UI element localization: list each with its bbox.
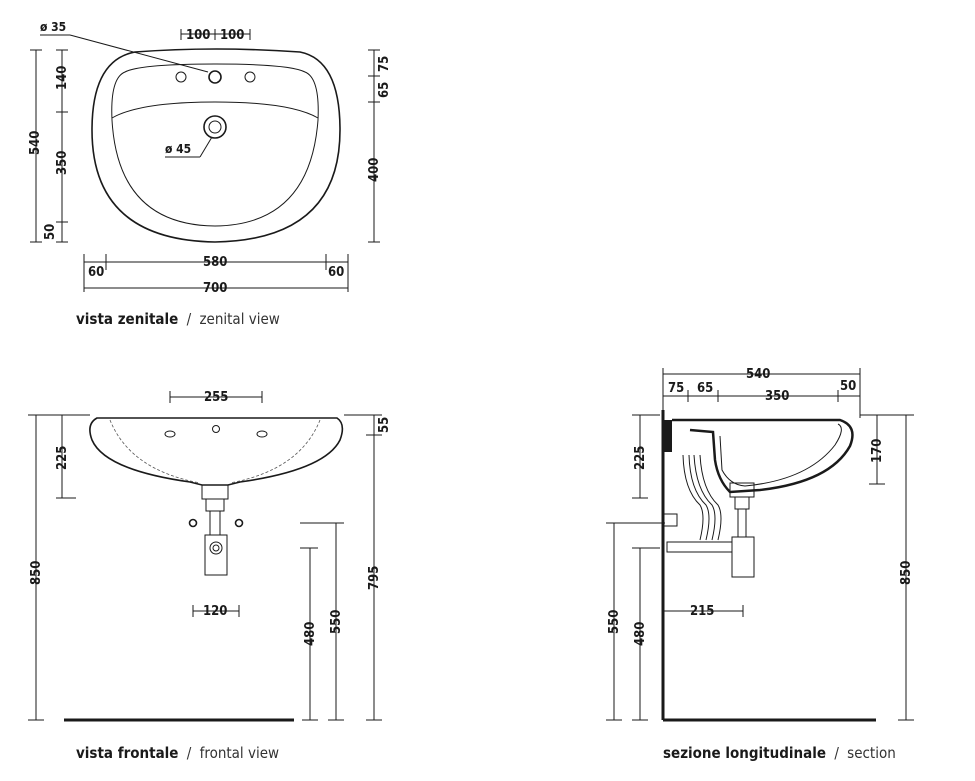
tap-hole-left <box>175 71 187 83</box>
dim-section-225: 225 <box>633 446 648 470</box>
tap-hole-center-front <box>212 425 220 433</box>
tap-hole-center <box>208 70 222 84</box>
drain-fitting-front <box>201 484 229 500</box>
dim-top-50: 50 <box>43 224 58 240</box>
dim-section-850: 850 <box>899 561 914 585</box>
dim-top-140: 140 <box>55 66 70 90</box>
basin-bowl-top <box>111 63 319 227</box>
caption-frontal: vista frontale / frontal view <box>76 744 279 762</box>
dim-section-170: 170 <box>870 439 885 463</box>
wall-bracket <box>664 420 672 452</box>
caption-zenital: vista zenitale / zenital view <box>76 310 280 328</box>
dim-bottom-60-right: 60 <box>328 265 344 280</box>
dim-front-550: 550 <box>329 610 344 634</box>
dim-front-120: 120 <box>203 604 227 619</box>
dim-front-255: 255 <box>204 390 228 405</box>
basin-rim-top <box>111 101 319 119</box>
dim-front-225: 225 <box>55 446 70 470</box>
siphon-front <box>204 534 228 576</box>
dim-top-right-400: 400 <box>367 158 382 182</box>
dim-section-480: 480 <box>633 622 648 646</box>
basin-section <box>672 418 854 494</box>
dim-section-65: 65 <box>697 381 713 396</box>
tap-hole-right-front <box>256 430 268 438</box>
dim-top-right-75: 75 <box>377 56 392 72</box>
tap-hole-left-front <box>164 430 176 438</box>
dim-bottom-60-left: 60 <box>88 265 104 280</box>
dim-bottom-580: 580 <box>203 255 227 270</box>
siphon-section <box>731 536 755 578</box>
zenital-view: ø 35 ø 45 100 100 540 140 350 50 75 65 4… <box>28 20 392 328</box>
tap-hole-right <box>244 71 256 83</box>
dim-section-50: 50 <box>840 379 856 394</box>
frontal-view: 255 850 225 55 795 550 480 120 vista <box>28 390 392 762</box>
dim-section-550: 550 <box>607 610 622 634</box>
dim-bottom-700: 700 <box>203 281 227 296</box>
dim-front-795: 795 <box>367 566 382 590</box>
dim-section-75: 75 <box>668 381 684 396</box>
label-hole-diameter: ø 35 <box>40 20 66 34</box>
dim-front-850: 850 <box>29 561 44 585</box>
dim-front-55: 55 <box>377 417 392 433</box>
dim-hole-spacing-right: 100 <box>220 28 244 43</box>
dim-section-540: 540 <box>746 367 770 382</box>
dim-top-right-65: 65 <box>377 82 392 98</box>
dim-section-350: 350 <box>765 389 789 404</box>
dim-section-215: 215 <box>690 604 714 619</box>
valve-left-front <box>188 518 198 528</box>
basin-outline-front <box>89 417 344 486</box>
basin-outline-top <box>91 48 341 243</box>
section-view: 540 75 65 350 50 225 550 480 170 850 <box>606 367 914 762</box>
caption-section: sezione longitudinale / section <box>663 744 896 762</box>
dim-front-480: 480 <box>303 622 318 646</box>
dim-hole-spacing-left: 100 <box>186 28 210 43</box>
drain-inner <box>208 120 222 134</box>
dim-top-depth-540: 540 <box>28 131 43 155</box>
label-drain-diameter: ø 45 <box>165 142 191 156</box>
valve-right-front <box>234 518 244 528</box>
dim-top-350: 350 <box>55 151 70 175</box>
drain-outer <box>203 115 227 139</box>
